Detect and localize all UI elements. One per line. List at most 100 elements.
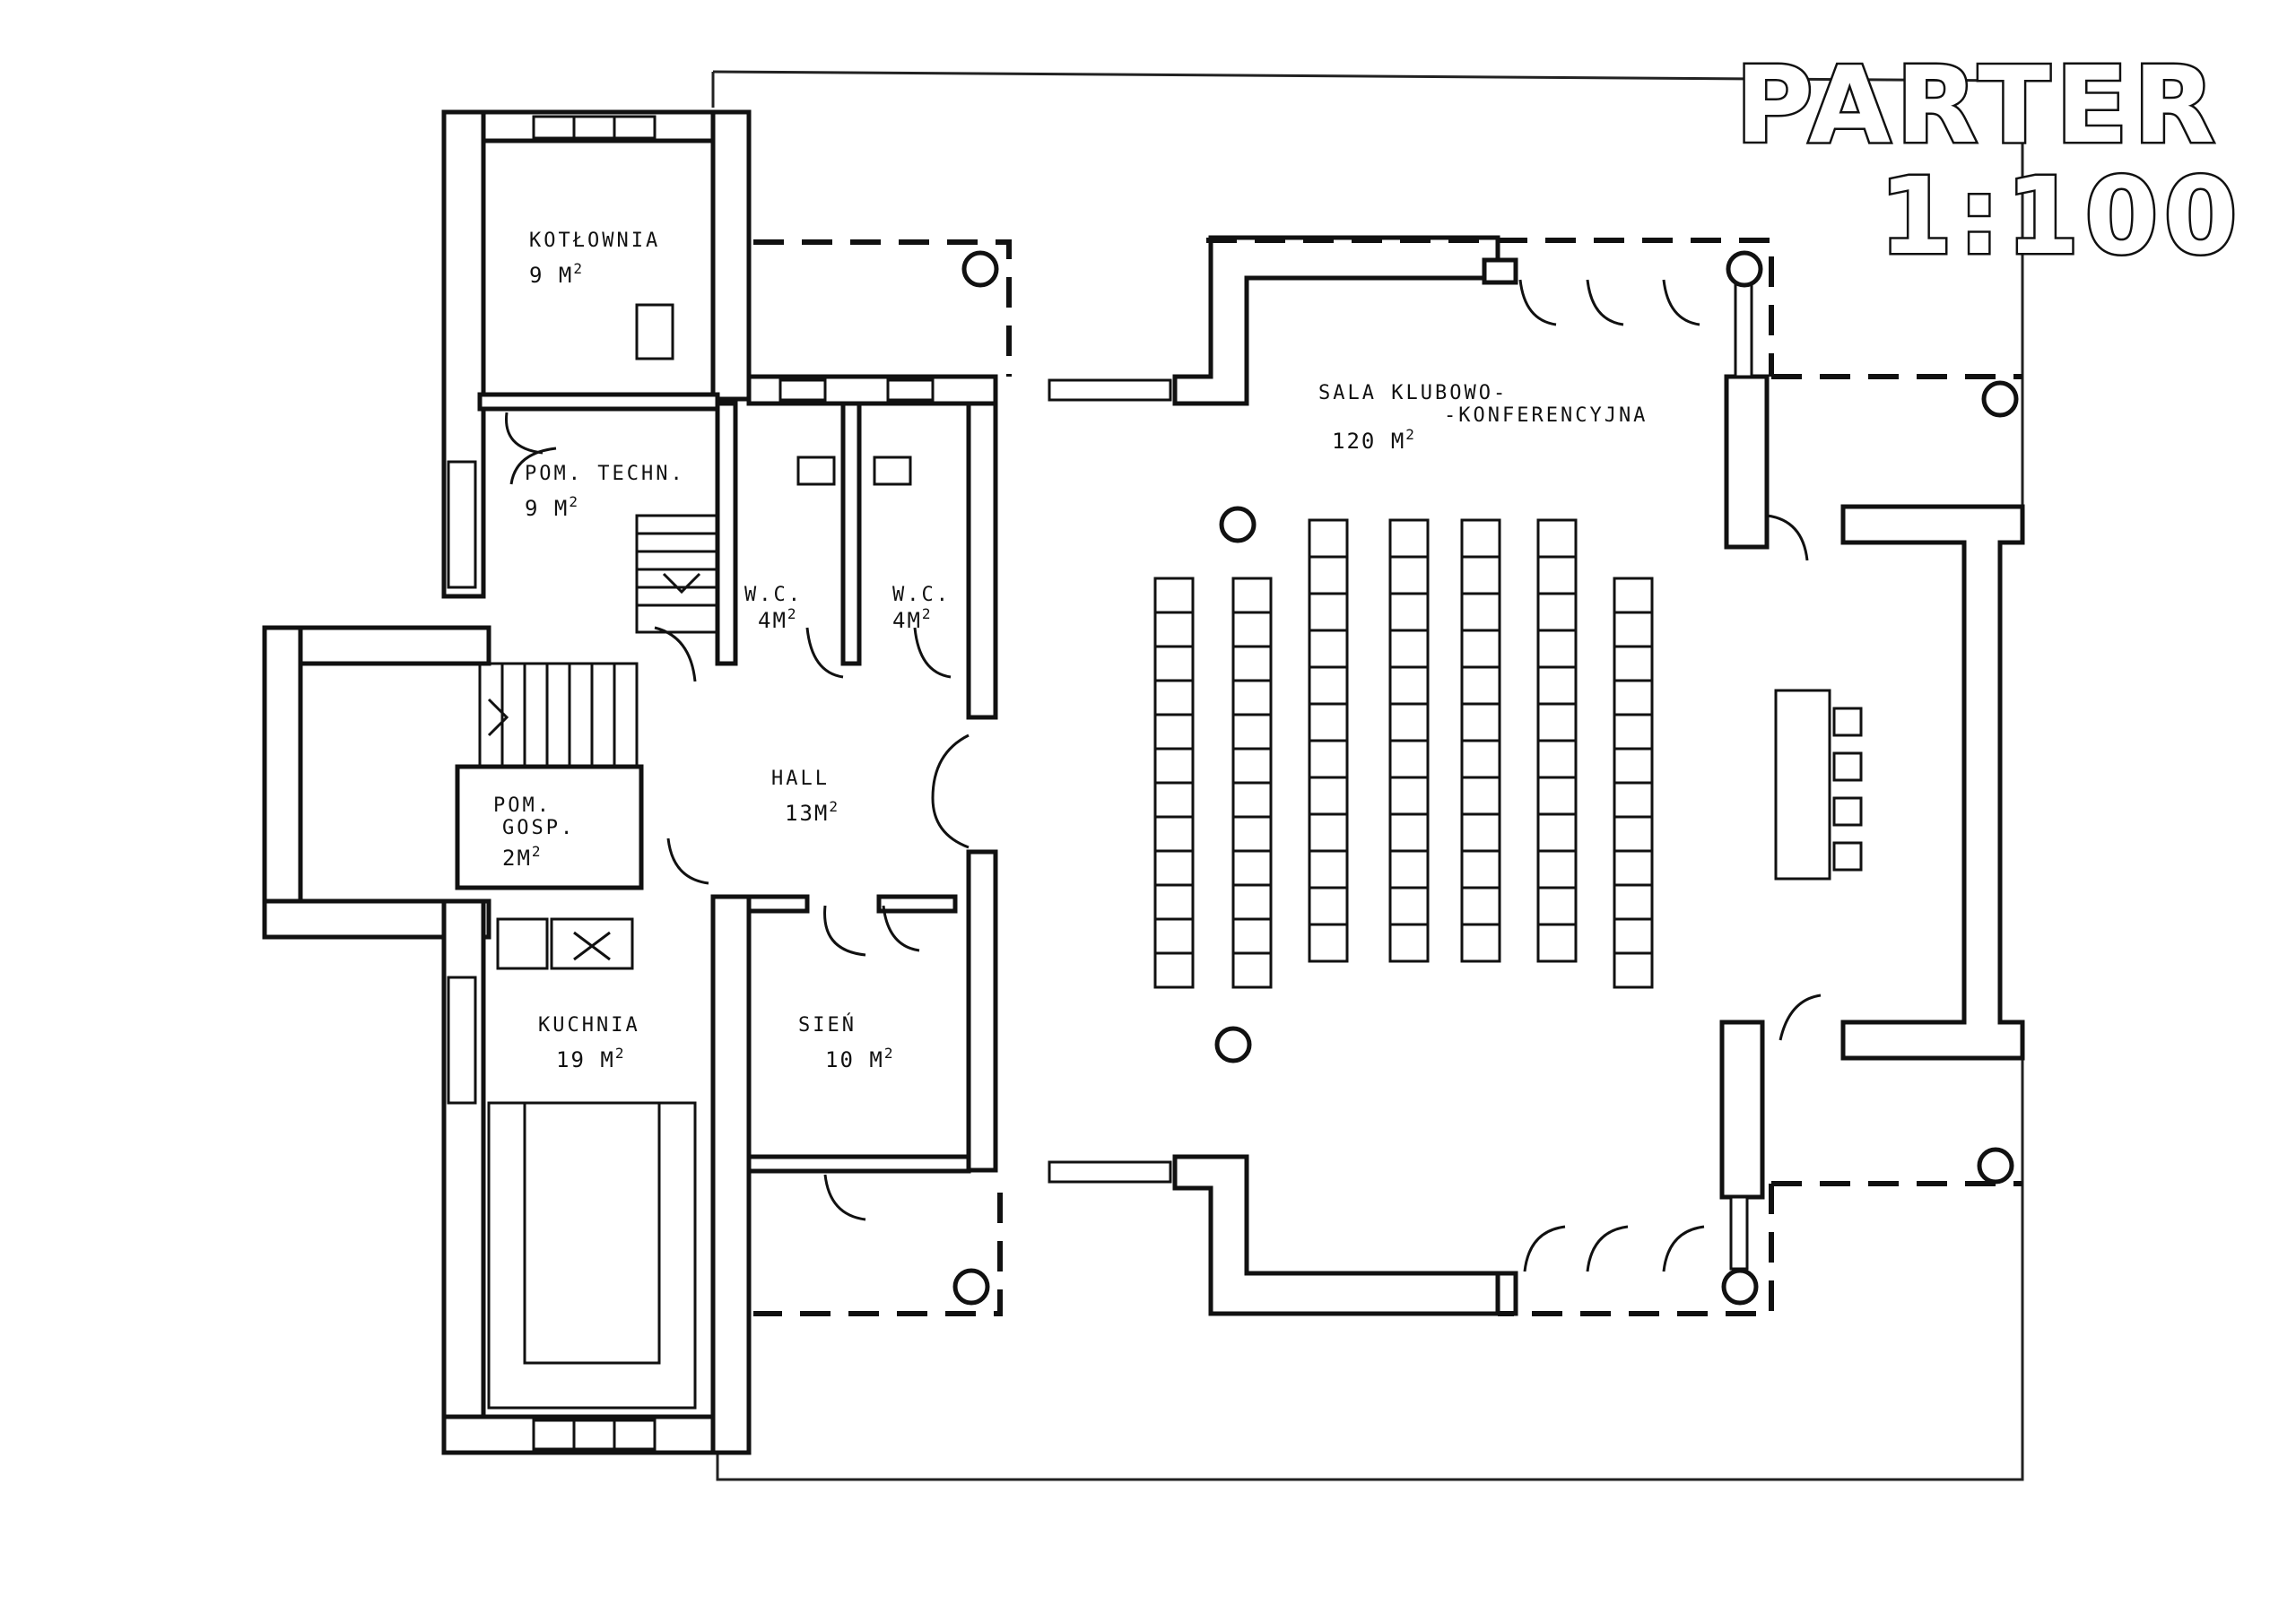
seat-row	[1388, 702, 1430, 742]
seat-row	[1388, 886, 1430, 926]
room-label-wc-left: W.C. 4M2	[744, 584, 803, 633]
seat-row	[1153, 883, 1195, 921]
seat-row	[1231, 611, 1273, 648]
seat-row	[1153, 781, 1195, 819]
columns	[952, 250, 2019, 1306]
seat-row	[1308, 849, 1349, 890]
seat-row	[1308, 555, 1349, 595]
seat-row	[1231, 679, 1273, 716]
seat-row	[1460, 555, 1501, 595]
svg-text:4M2: 4M2	[892, 605, 933, 633]
seat-row	[1231, 849, 1273, 887]
seat-row	[1613, 713, 1654, 751]
fixtures	[487, 303, 1863, 1410]
seat-row	[1308, 592, 1349, 632]
svg-text:2M2: 2M2	[502, 843, 543, 871]
seat-row	[1153, 645, 1195, 682]
seat-row	[1308, 739, 1349, 779]
seat-row	[1308, 702, 1349, 742]
svg-text:-KONFERENCYJNA: -KONFERENCYJNA	[1444, 404, 1648, 427]
doors	[505, 279, 1822, 1272]
seat-row	[1153, 713, 1195, 751]
seat-row	[1613, 951, 1654, 989]
room-label-kuchnia: KUCHNIA 19 M2	[538, 1014, 640, 1072]
sala-walls	[1172, 235, 2025, 1316]
seat-row	[1613, 679, 1654, 716]
seat-row	[1460, 518, 1501, 559]
seat-row	[1536, 592, 1578, 632]
svg-text:KOTŁOWNIA: KOTŁOWNIA	[529, 230, 660, 252]
seat-row	[1388, 812, 1430, 853]
svg-text:10 M2: 10 M2	[825, 1045, 894, 1072]
seat-row	[1536, 702, 1578, 742]
seat-row	[1153, 815, 1195, 853]
seat-row	[1388, 739, 1430, 779]
seat-row	[1460, 665, 1501, 706]
seat-row	[1153, 679, 1195, 716]
stairs	[478, 514, 719, 768]
windows	[447, 115, 1753, 1451]
seat-row	[1536, 665, 1578, 706]
seat-row	[1231, 781, 1273, 819]
site-boundary	[711, 70, 2024, 1481]
seat-row	[1308, 629, 1349, 669]
seat-row	[1153, 849, 1195, 887]
seat-row	[1536, 923, 1578, 963]
drawing-scale: 1:100	[1879, 154, 2243, 278]
svg-text:HALL: HALL	[771, 768, 830, 790]
seat-row	[1536, 849, 1578, 890]
seat-row	[1460, 849, 1501, 890]
seat-row	[1308, 886, 1349, 926]
seat-row	[1308, 665, 1349, 706]
seat-row	[1308, 518, 1349, 559]
seat-row	[1460, 886, 1501, 926]
svg-text:9 M2: 9 M2	[529, 260, 584, 288]
svg-text:KUCHNIA: KUCHNIA	[538, 1014, 640, 1037]
seat-row	[1460, 812, 1501, 853]
seat-row	[1536, 812, 1578, 853]
room-label-pom-techn: POM. TECHN. 9 M2	[525, 463, 685, 521]
seat-row	[1231, 747, 1273, 785]
seat-row	[1388, 849, 1430, 890]
seat-row	[1308, 776, 1349, 816]
seat-row	[1613, 781, 1654, 819]
svg-text:W.C.: W.C.	[744, 584, 803, 606]
seat-row	[1231, 645, 1273, 682]
seat-row	[1460, 629, 1501, 669]
svg-text:GOSP.: GOSP.	[502, 817, 575, 839]
seat-row	[1613, 747, 1654, 785]
seat-row	[1536, 555, 1578, 595]
terraces	[753, 238, 2022, 1316]
seat-row	[1308, 923, 1349, 963]
svg-text:SIEŃ: SIEŃ	[798, 1013, 857, 1037]
seat-row	[1613, 917, 1654, 955]
seating-rows	[1153, 518, 1654, 989]
svg-text:13M2: 13M2	[785, 798, 839, 826]
seat-row	[1388, 776, 1430, 816]
seat-row	[1613, 883, 1654, 921]
seat-row	[1388, 923, 1430, 963]
seat-row	[1231, 951, 1273, 989]
svg-text:POM. TECHN.: POM. TECHN.	[525, 463, 685, 485]
room-label-wc-right: W.C. 4M2	[892, 584, 948, 633]
svg-text:120 M2: 120 M2	[1332, 426, 1416, 454]
seat-row	[1536, 518, 1578, 559]
room-labels: KOTŁOWNIA 9 M2 POM. TECHN. 9 M2 W.C. 4M2…	[493, 230, 1648, 1072]
svg-text:9 M2: 9 M2	[525, 493, 579, 521]
seat-row	[1153, 747, 1195, 785]
seat-row	[1460, 702, 1501, 742]
seat-row	[1613, 577, 1654, 614]
room-label-hall: HALL 13M2	[771, 768, 839, 826]
seat-row	[1231, 917, 1273, 955]
seat-row	[1613, 611, 1654, 648]
seat-row	[1536, 629, 1578, 669]
room-label-kotlownia: KOTŁOWNIA 9 M2	[529, 230, 660, 288]
seat-row	[1388, 665, 1430, 706]
svg-text:19 M2: 19 M2	[556, 1045, 625, 1072]
seat-row	[1153, 577, 1195, 614]
room-label-pom-gosp: POM. GOSP. 2M2	[493, 794, 575, 871]
seat-row	[1613, 815, 1654, 853]
left-wing-walls	[262, 109, 998, 1455]
seat-row	[1231, 883, 1273, 921]
